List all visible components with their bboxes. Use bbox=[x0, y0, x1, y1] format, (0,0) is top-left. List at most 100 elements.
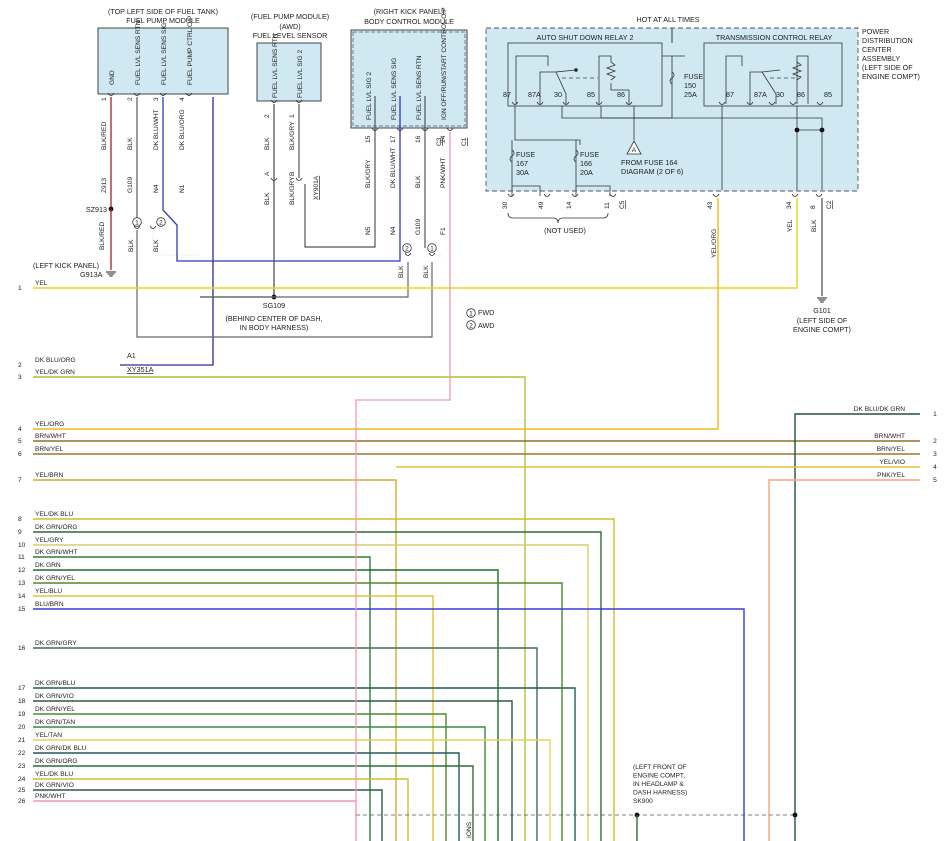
body-control-module-box bbox=[350, 29, 468, 129]
circled-1 bbox=[132, 217, 142, 227]
left-pin-label: DK GRN/VIO bbox=[35, 782, 74, 789]
pdc-bottom-pin: 49 bbox=[538, 201, 545, 209]
connector-terminal bbox=[791, 193, 799, 197]
wire-yel-brn bbox=[33, 479, 397, 841]
left-pin-label: BRN/WHT bbox=[35, 433, 66, 440]
circled-1b-text: 1 bbox=[430, 246, 434, 253]
fpm-circuit: G109 bbox=[127, 177, 134, 193]
right-pin-num: 5 bbox=[933, 477, 937, 484]
left-pin-label: BRN/YEL bbox=[35, 446, 64, 453]
left-pin-num: 7 bbox=[18, 477, 22, 484]
left-pin-num: 17 bbox=[18, 685, 26, 692]
left-pin-num: 14 bbox=[18, 593, 26, 600]
left-pin-label: YEL/DK GRN bbox=[35, 369, 75, 376]
right-pin-label: PNK/YEL bbox=[877, 472, 905, 479]
left-pin-num: 3 bbox=[18, 374, 22, 381]
connector-terminal bbox=[543, 193, 551, 197]
connector-terminal bbox=[270, 99, 278, 103]
wire-dk-grn-org bbox=[33, 765, 474, 841]
wire-pnk-yel bbox=[768, 479, 920, 841]
wire-pnk-wht bbox=[33, 800, 357, 841]
connector-terminal bbox=[718, 101, 726, 105]
left-pin-label: DK GRN/VIO bbox=[35, 693, 74, 700]
right-pin-label: BRN/YEL bbox=[877, 446, 906, 453]
pdc-splice bbox=[794, 127, 800, 133]
fpm-circuit: N4 bbox=[153, 184, 160, 193]
fuse167-l2: 167 bbox=[516, 159, 528, 168]
left-pin-label: DK GRN/YEL bbox=[35, 575, 75, 582]
left-pin-num: 25 bbox=[18, 787, 26, 794]
wire-dk-grn-tan bbox=[33, 726, 486, 841]
connector-terminal bbox=[536, 101, 544, 105]
left-pin-label: YEL/ORG bbox=[35, 421, 64, 428]
fpm-location: (TOP LEFT SIDE OF FUEL TANK) bbox=[108, 7, 218, 16]
relay2-switch bbox=[761, 69, 781, 104]
bcm-circuit: G109 bbox=[415, 219, 422, 235]
left-pin-num: 6 bbox=[18, 451, 22, 458]
wire-stub bbox=[152, 230, 200, 256]
circled-1b bbox=[427, 243, 437, 253]
connector-terminal bbox=[789, 101, 797, 105]
relay1-switch bbox=[555, 69, 577, 104]
wire-yel-tan bbox=[33, 739, 551, 841]
wire-dk-grn-vio bbox=[33, 700, 513, 841]
connector-terminal bbox=[712, 193, 720, 197]
circled-2b-text: 2 bbox=[405, 246, 409, 253]
relay1-coil-icon bbox=[605, 61, 617, 81]
relay1-pin: 85 bbox=[587, 90, 595, 99]
fpm-name: FUEL PUMP MODULE bbox=[126, 16, 200, 25]
wire-yel-dk-blu bbox=[33, 518, 615, 841]
connector-terminal bbox=[404, 252, 412, 256]
wire-stub-2 bbox=[439, 132, 451, 259]
fuse166-l2: 166 bbox=[580, 159, 592, 168]
left-pin-label: DK GRN/WHT bbox=[35, 549, 78, 556]
connector-terminal bbox=[609, 193, 617, 197]
fuse166-l1: FUSE bbox=[580, 150, 599, 159]
left-pin-num: 26 bbox=[18, 798, 26, 805]
left-pin-label: PNK/WHT bbox=[35, 793, 65, 800]
note-line-2: DIAGRAM (2 OF 6) bbox=[621, 167, 683, 176]
splice-sk900-2 bbox=[792, 812, 798, 818]
sk900-desc-line: ENGINE COMPT, bbox=[633, 773, 685, 780]
bcm-circuit: F1 bbox=[440, 227, 447, 235]
bcm-circuit: N4 bbox=[390, 226, 397, 235]
wire-blu-brn bbox=[33, 608, 745, 841]
left-pin-label: DK GRN/ORG bbox=[35, 524, 78, 531]
left-pin-label: YEL/BLU bbox=[35, 588, 62, 595]
relay2-pin: 85 bbox=[824, 90, 832, 99]
sk900-desc-line: DASH HARNESS) bbox=[633, 790, 687, 797]
connector-terminal bbox=[507, 193, 515, 197]
left-pin-label: DK GRN/BLU bbox=[35, 680, 76, 687]
legend-2-icon bbox=[466, 320, 476, 330]
wire-dk-grn-dk-blu bbox=[33, 752, 460, 841]
hot-at-all-times: HOT AT ALL TIMES bbox=[636, 15, 699, 24]
wire-dk-grn-vio bbox=[33, 789, 383, 841]
right-pin-label: BRN/WHT bbox=[874, 433, 905, 440]
wire-dk-blu-wht bbox=[162, 96, 401, 262]
sz913-label: SZ913 bbox=[86, 205, 107, 214]
wire-dk-grn-blu bbox=[33, 687, 576, 841]
right-pin-num: 1 bbox=[933, 411, 937, 418]
wire-yel-dk-grn bbox=[33, 376, 526, 841]
left-pin-num: 13 bbox=[18, 580, 26, 587]
left-pin-num: 22 bbox=[18, 750, 26, 757]
bcm-location: (RIGHT KICK PANEL) bbox=[374, 7, 445, 16]
pdc-splice-2 bbox=[819, 127, 825, 133]
left-pin-label: YEL/DK BLU bbox=[35, 771, 73, 778]
relay1-name: AUTO SHUT DOWN RELAY 2 bbox=[537, 33, 634, 42]
left-pin-label: DK GRN/TAN bbox=[35, 719, 75, 726]
left-pin-label: YEL bbox=[35, 280, 48, 287]
left-pin-num: 12 bbox=[18, 567, 26, 574]
right-pin-num: 4 bbox=[933, 464, 937, 471]
wire-blk-awd bbox=[200, 262, 409, 298]
bcm-pin-name: IGN OFF/RUN/START CONTROL O/P bbox=[441, 7, 448, 120]
wire-blk-gry-n5 bbox=[304, 96, 376, 248]
pdc-bottom-pin: 11 bbox=[604, 202, 611, 209]
left-pin-label: YEL/GRY bbox=[35, 537, 64, 544]
pdc-bottom-pin: 30 bbox=[502, 201, 509, 209]
relay1-to-fuses bbox=[514, 106, 581, 145]
left-pin-label: YEL/TAN bbox=[35, 732, 62, 739]
fpm-circuit: N1 bbox=[179, 184, 186, 193]
note-a-icon bbox=[626, 140, 642, 155]
